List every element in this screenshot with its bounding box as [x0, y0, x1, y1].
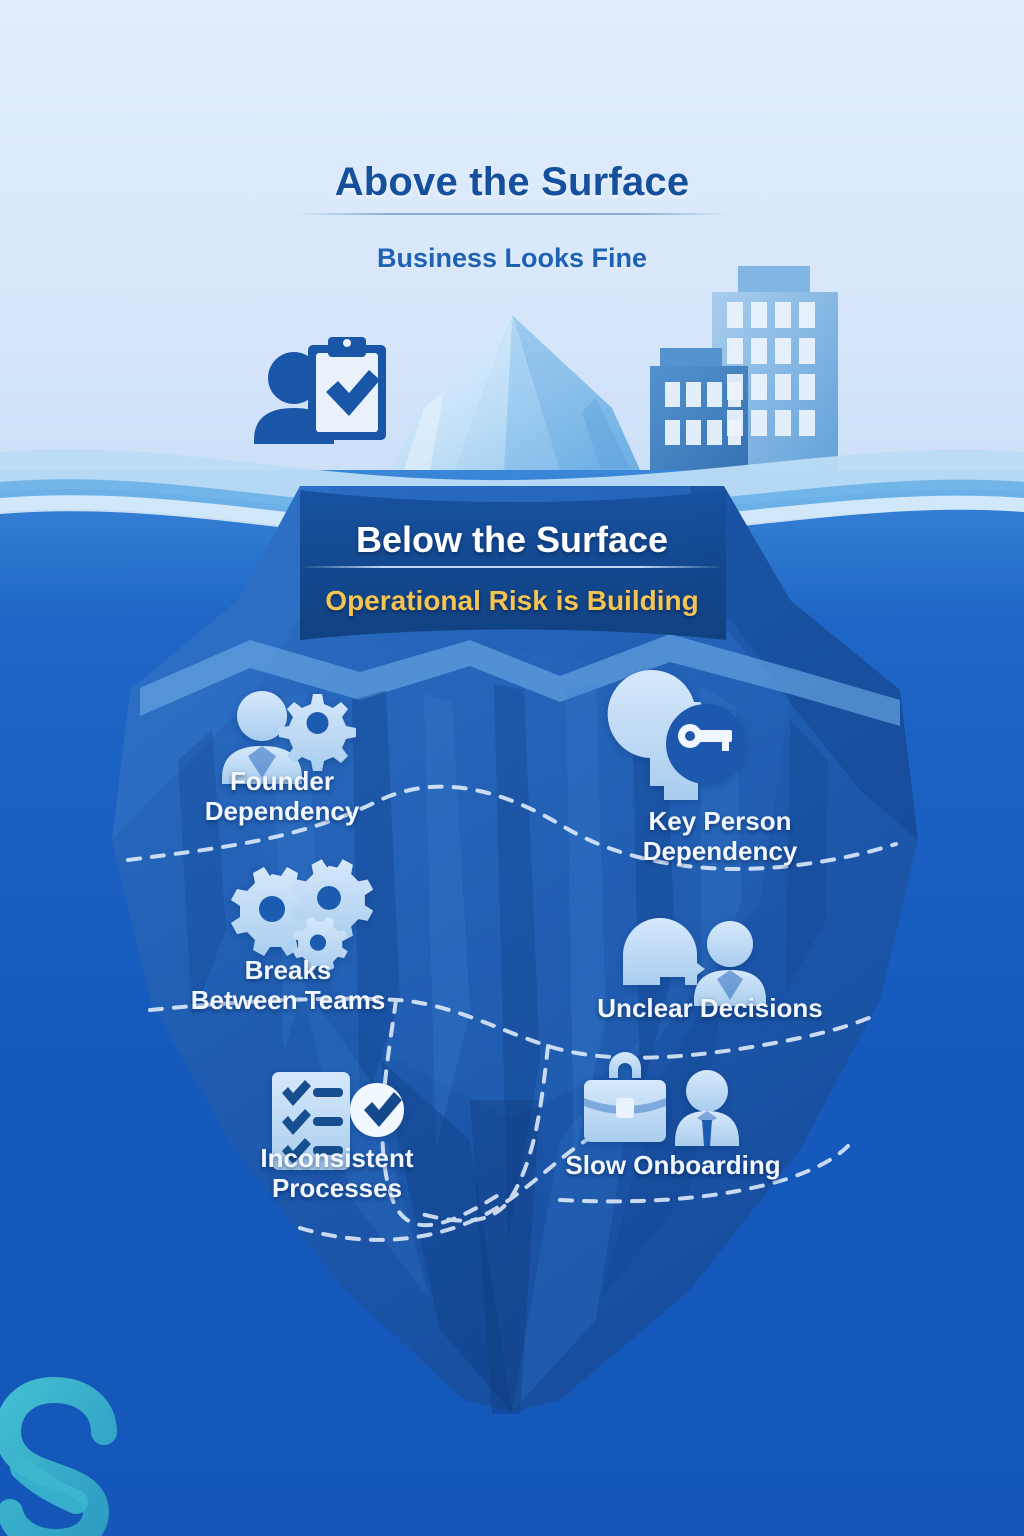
above-subtitle: Business Looks Fine: [376, 243, 648, 273]
head-key-icon: [607, 670, 746, 800]
risk-label-founder-dependency: Founder Dependency: [204, 766, 360, 827]
person-clipboard-check-icon: [254, 337, 386, 444]
person-gear-icon: [222, 691, 356, 784]
briefcase-person-icon: [584, 1052, 739, 1146]
two-people-icon: [623, 918, 766, 1006]
letter-s-logo: [0, 1376, 117, 1536]
below-subtitle: Operational Risk is Building: [325, 585, 699, 616]
risk-label-unclear-decisions: Unclear Decisions: [597, 993, 823, 1023]
dashed-connector-lines: [126, 784, 898, 1242]
risk-label-key-person-dependency: Key Person Dependency: [642, 806, 798, 867]
below-divider: [300, 566, 724, 568]
above-divider: [295, 213, 729, 215]
below-title: Below the Surface: [355, 519, 669, 560]
iceberg-ridge-band: [140, 634, 900, 726]
risk-label-breaks-between-teams: Breaks Between Teams: [190, 955, 386, 1016]
risk-label-slow-onboarding: Slow Onboarding: [565, 1150, 781, 1180]
below-banner: [300, 490, 726, 640]
iceberg-tip-icon: [392, 315, 640, 470]
above-title: Above the Surface: [334, 160, 690, 204]
office-buildings-icon: [650, 266, 838, 472]
checklist-check-icon: [272, 1072, 404, 1170]
three-gears-icon: [231, 859, 374, 972]
risk-label-inconsistent-processes: Inconsistent Processes: [260, 1143, 414, 1204]
water-wave-mid: [0, 479, 1024, 539]
